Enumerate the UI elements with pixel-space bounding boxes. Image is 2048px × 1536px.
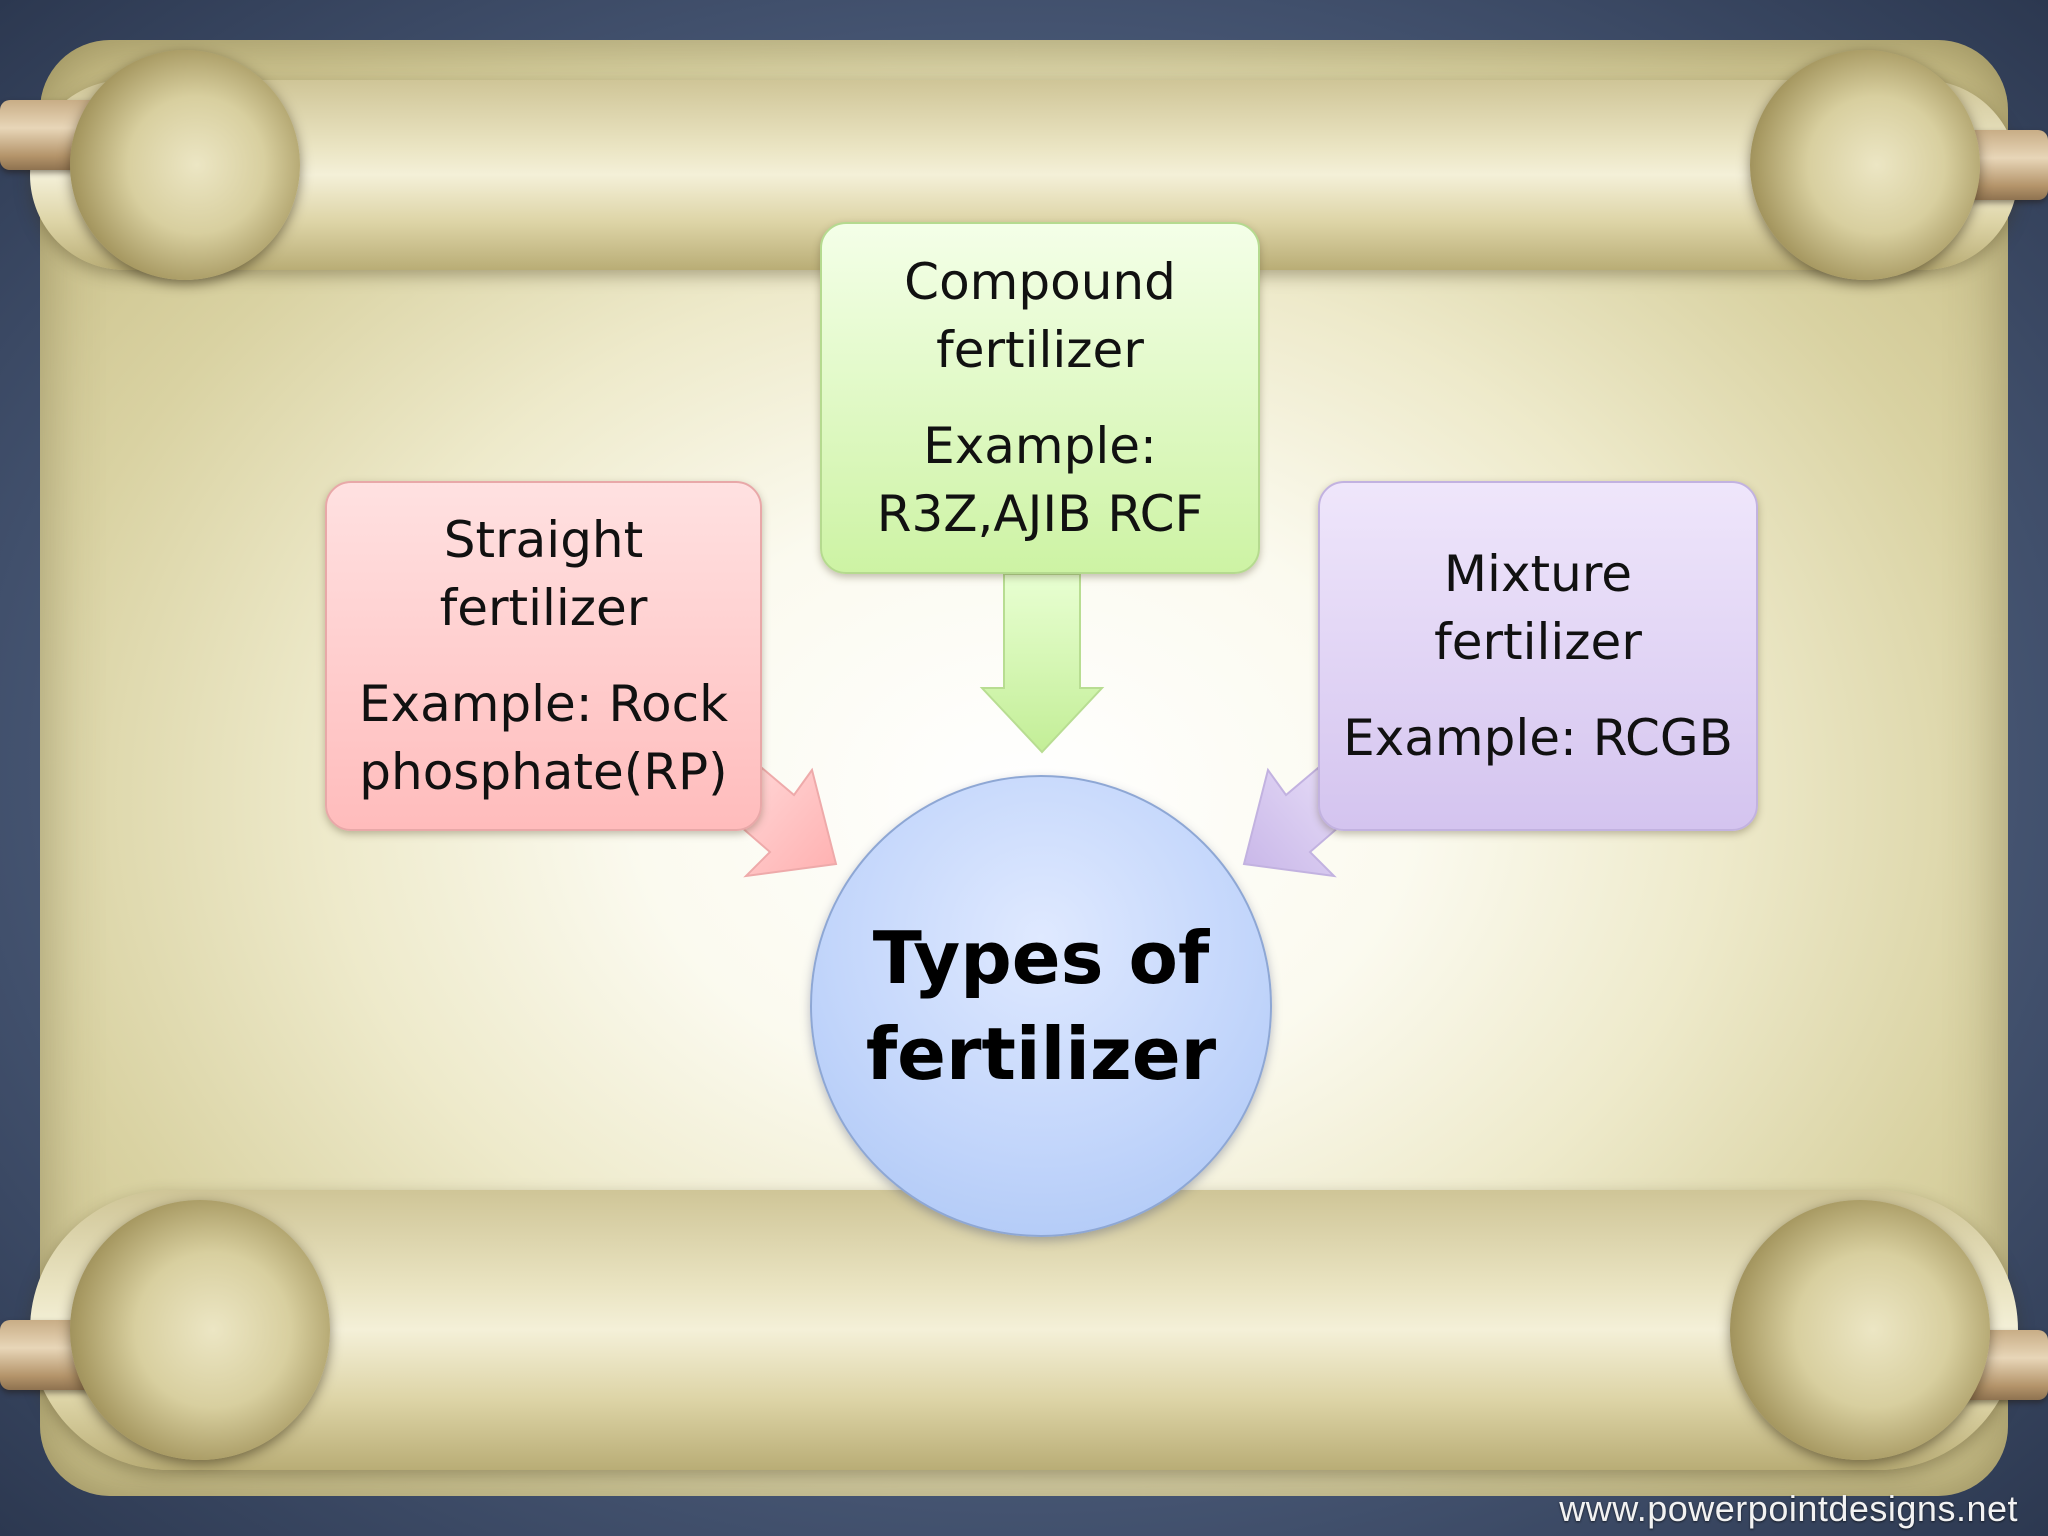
node-mixture-example: Example: RCGB	[1343, 709, 1733, 767]
node-mixture-fertilizer: Mixture fertilizer Example: RCGB	[1318, 481, 1758, 831]
arrow-compound-to-center	[979, 573, 1105, 754]
node-straight-fertilizer: Straight fertilizer Example: Rock phosph…	[325, 481, 762, 831]
arrow-straight-to-center	[738, 766, 838, 878]
center-node-title: Types of fertilizer	[865, 916, 1217, 1096]
scroll-roll-end-bottom-right	[1730, 1200, 1990, 1460]
scroll-roll-end-top-left	[70, 50, 300, 280]
footer-url: www.powerpointdesigns.net	[1559, 1488, 2018, 1529]
center-node-circle: Types of fertilizer	[810, 775, 1272, 1237]
node-compound-example: Example: R3Z,AJIB RCF	[876, 417, 1204, 543]
node-compound-name: Compound fertilizer	[904, 253, 1176, 379]
node-compound-fertilizer: Compound fertilizer Example: R3Z,AJIB RC…	[820, 222, 1260, 574]
arrow-mixture-to-center	[1242, 766, 1342, 878]
node-straight-name: Straight fertilizer	[439, 511, 648, 637]
node-straight-example: Example: Rock phosphate(RP)	[358, 675, 729, 801]
scroll-roll-end-bottom-left	[70, 1200, 330, 1460]
scroll-roll-end-top-right	[1750, 50, 1980, 280]
scroll-bottom-roll	[30, 1190, 2018, 1470]
node-mixture-name: Mixture fertilizer	[1434, 545, 1642, 671]
